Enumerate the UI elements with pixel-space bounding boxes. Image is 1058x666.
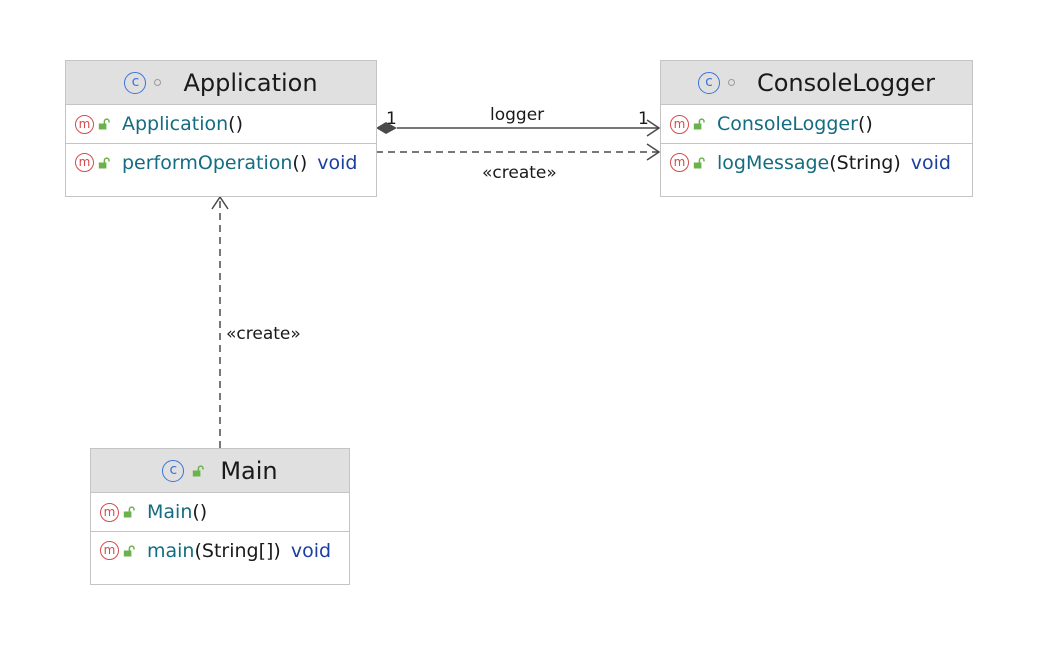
method-m-icon: m	[670, 153, 689, 172]
member-name: Application	[122, 113, 229, 135]
member-return-type: void	[910, 151, 951, 174]
method-m-icon: m	[100, 541, 119, 560]
method-m-icon: m	[100, 502, 119, 522]
member-list: m Application() m performOperation()void	[66, 105, 376, 181]
composition-arrowhead	[646, 119, 661, 137]
create-dependency-arrowhead	[646, 143, 661, 161]
member-row[interactable]: m logMessage(String) void	[661, 143, 972, 181]
member-row[interactable]: m Application()	[66, 105, 376, 143]
class-header: c ConsoleLogger	[661, 61, 972, 105]
member-params: ()	[228, 113, 243, 135]
public-lock-icon	[693, 156, 705, 168]
member-row[interactable]: m ConsoleLogger()	[661, 105, 972, 143]
member-list: m Main() m main(String[]) void	[91, 493, 349, 569]
member-row[interactable]: m main(String[]) void	[91, 531, 349, 569]
main-create-dependency-label: «create»	[226, 324, 301, 344]
member-row[interactable]: m performOperation() void	[66, 143, 376, 181]
member-params: ()	[292, 151, 308, 174]
class-c-icon: c	[124, 71, 147, 94]
class-c-icon: c	[697, 71, 720, 94]
member-name: main	[147, 539, 195, 562]
source-multiplicity: 1	[386, 109, 397, 129]
member-list: m ConsoleLogger() m logMessage(String) vo…	[661, 105, 972, 181]
package-private-dot-icon	[154, 79, 162, 86]
main-create-dependency-arrowhead	[211, 195, 229, 210]
method-m-icon: m	[670, 114, 689, 134]
public-lock-icon	[98, 156, 110, 168]
member-name: ConsoleLogger	[717, 113, 858, 135]
public-lock-icon	[98, 118, 110, 130]
public-lock-icon	[693, 118, 705, 130]
class-title: Main	[220, 456, 278, 485]
class-header: c Main	[91, 449, 349, 493]
member-row[interactable]: m Main()	[91, 493, 349, 531]
member-params: (String[])	[194, 539, 281, 562]
class-title: Application	[183, 68, 318, 97]
member-name: performOperation	[122, 151, 293, 174]
class-console-logger[interactable]: c ConsoleLogger m ConsoleLogger() m logM…	[660, 60, 973, 197]
method-m-icon: m	[75, 114, 94, 134]
public-lock-icon	[123, 544, 135, 556]
member-params: (String)	[829, 151, 901, 174]
public-lock-icon	[123, 506, 135, 518]
composition-diamond	[376, 122, 397, 134]
member-params: ()	[192, 501, 208, 523]
method-m-icon: m	[75, 153, 94, 172]
composition-label: logger	[490, 105, 545, 125]
class-application[interactable]: c Application m Application() m performO…	[65, 60, 377, 197]
public-lock-icon	[193, 464, 205, 476]
class-c-icon: c	[162, 459, 185, 482]
member-name: logMessage	[717, 151, 830, 174]
class-header: c Application	[66, 61, 376, 105]
package-private-dot-icon	[727, 79, 735, 86]
member-return-type: void	[290, 539, 332, 562]
member-params: ()	[857, 113, 873, 135]
member-return-type: void	[317, 151, 358, 174]
member-name: Main	[147, 501, 193, 523]
target-multiplicity: 1	[638, 109, 649, 129]
class-main[interactable]: c Main m Main() m main(String[])void	[90, 448, 350, 585]
class-title: ConsoleLogger	[756, 68, 935, 97]
create-dependency-label: «create»	[482, 163, 557, 183]
